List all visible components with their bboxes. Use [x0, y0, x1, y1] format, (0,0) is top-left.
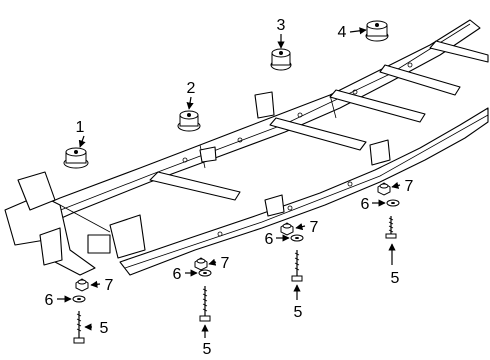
bolt-5-c — [199, 286, 211, 322]
nut-7-d — [75, 278, 89, 292]
washer-6-c — [198, 269, 212, 277]
callout-6-c: 6 — [173, 266, 182, 283]
body-mount-1 — [63, 147, 89, 169]
callout-7-a: 7 — [405, 178, 414, 195]
bolt-5-a — [385, 216, 397, 239]
callout-6-b: 6 — [265, 231, 274, 248]
callout-6-a: 6 — [361, 196, 370, 213]
body-mount-2 — [177, 110, 201, 132]
nut-7-a — [377, 182, 391, 196]
leader-lines — [57, 27, 401, 338]
callout-1: 1 — [76, 119, 85, 136]
callout-3: 3 — [277, 17, 286, 34]
washer-6-d — [72, 295, 86, 303]
vehicle-frame — [4, 19, 489, 276]
callout-5-d: 5 — [100, 320, 109, 337]
callout-7-c: 7 — [221, 255, 230, 272]
callout-4: 4 — [338, 24, 347, 41]
callout-5-b: 5 — [294, 304, 303, 321]
body-mount-3 — [270, 48, 292, 71]
callout-7-b: 7 — [310, 219, 319, 236]
washer-6-a — [386, 199, 400, 207]
callout-5-c: 5 — [203, 341, 212, 358]
washer-6-b — [290, 234, 304, 242]
body-mount-4 — [365, 20, 389, 42]
callout-5-a: 5 — [391, 270, 400, 287]
nut-7-b — [280, 222, 294, 236]
callout-6-d: 6 — [45, 292, 54, 309]
callout-2: 2 — [187, 80, 196, 97]
nut-7-c — [194, 257, 208, 271]
callout-7-d: 7 — [105, 277, 114, 294]
bolt-5-d — [73, 311, 85, 344]
bolt-5-b — [291, 250, 303, 282]
